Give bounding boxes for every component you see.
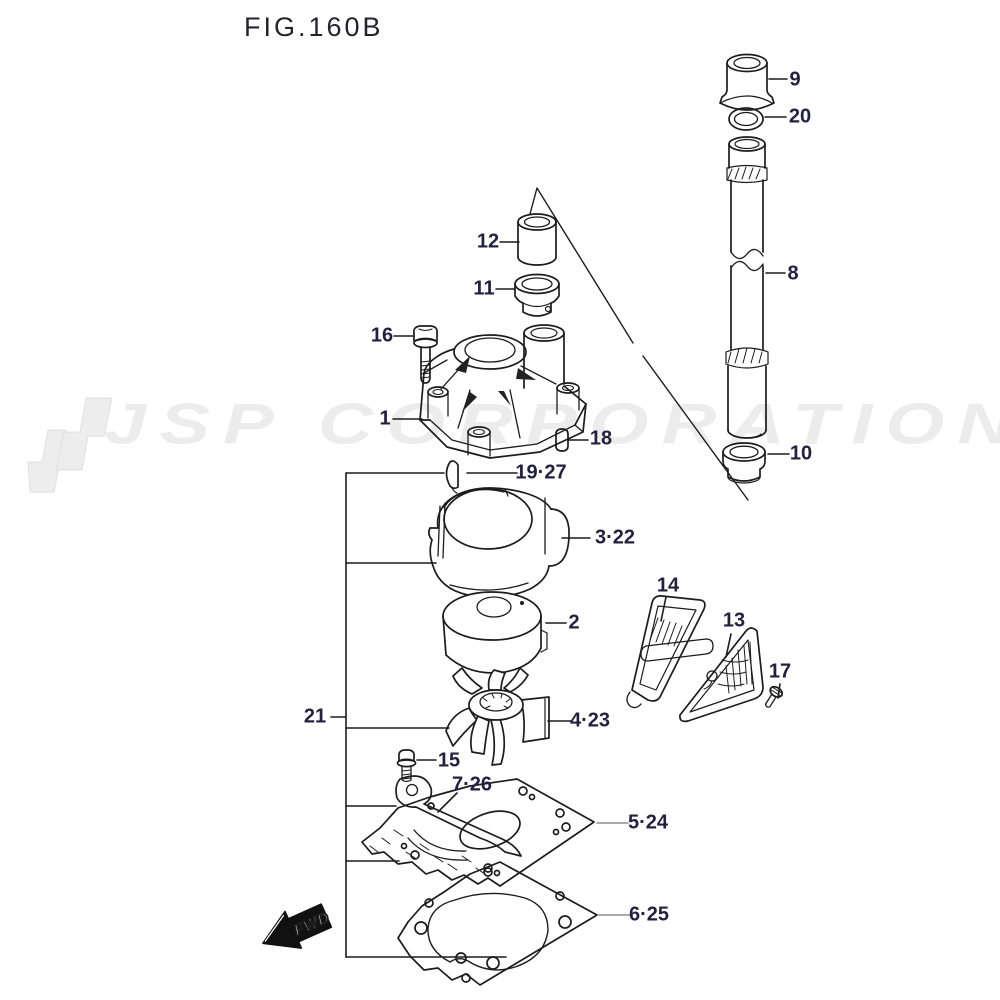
part-18-pin — [555, 428, 569, 452]
part-9-grommet — [719, 53, 775, 111]
part-10-cup — [722, 442, 766, 484]
part-15-bolt — [396, 749, 417, 783]
part-14-strainer — [626, 595, 714, 709]
part-label-10[interactable]: 10 — [789, 442, 813, 465]
part-20-oring — [728, 107, 764, 131]
part-16-bolt — [413, 325, 438, 384]
part-3-22-seal — [428, 487, 570, 598]
part-11-bushing — [514, 273, 560, 317]
fwd-arrow: FWD — [262, 903, 333, 949]
part-17-screw — [764, 685, 784, 708]
part-8-tube — [725, 136, 769, 439]
part-label-19-27[interactable]: 19·27 — [515, 461, 567, 484]
part-label-20[interactable]: 20 — [788, 105, 812, 128]
reference-line — [529, 187, 749, 501]
part-label-16[interactable]: 16 — [370, 324, 394, 347]
part-label-5-24[interactable]: 5·24 — [627, 811, 669, 834]
part-2-liner — [442, 591, 548, 674]
part-label-9[interactable]: 9 — [789, 68, 801, 91]
bracket-21 — [330, 472, 518, 958]
part-label-21[interactable]: 21 — [303, 705, 327, 728]
part-label-14[interactable]: 14 — [656, 574, 680, 597]
part-5-24-plate — [361, 778, 595, 887]
part-label-12[interactable]: 12 — [476, 230, 500, 253]
part-13-strainer — [679, 627, 764, 723]
part-19-27-plug — [445, 460, 459, 494]
leader-lines-gray — [596, 822, 631, 916]
part-label-6-25[interactable]: 6·25 — [628, 903, 670, 926]
leader-lines — [392, 78, 790, 813]
part-label-17[interactable]: 17 — [768, 660, 792, 683]
part-label-2[interactable]: 2 — [568, 611, 580, 634]
part-label-18[interactable]: 18 — [589, 427, 613, 450]
part-label-4-23[interactable]: 4·23 — [569, 709, 611, 732]
part-label-1[interactable]: 1 — [379, 407, 391, 430]
part-label-3-22[interactable]: 3·22 — [594, 526, 636, 549]
part-6-25-gasket — [397, 861, 598, 986]
part-label-15[interactable]: 15 — [437, 749, 461, 772]
part-label-11[interactable]: 11 — [473, 277, 495, 300]
jsp-logo — [27, 397, 113, 493]
figure-title: FIG.160B — [244, 12, 384, 42]
part-4-23-impeller — [445, 667, 550, 766]
part-label-13[interactable]: 13 — [722, 609, 746, 632]
part-1-water-pump-case — [419, 324, 587, 459]
part-7-26-plate — [395, 775, 522, 857]
part-12-sleeve — [517, 213, 557, 266]
part-label-7-26[interactable]: 7·26 — [451, 773, 493, 796]
part-label-8[interactable]: 8 — [787, 262, 799, 285]
